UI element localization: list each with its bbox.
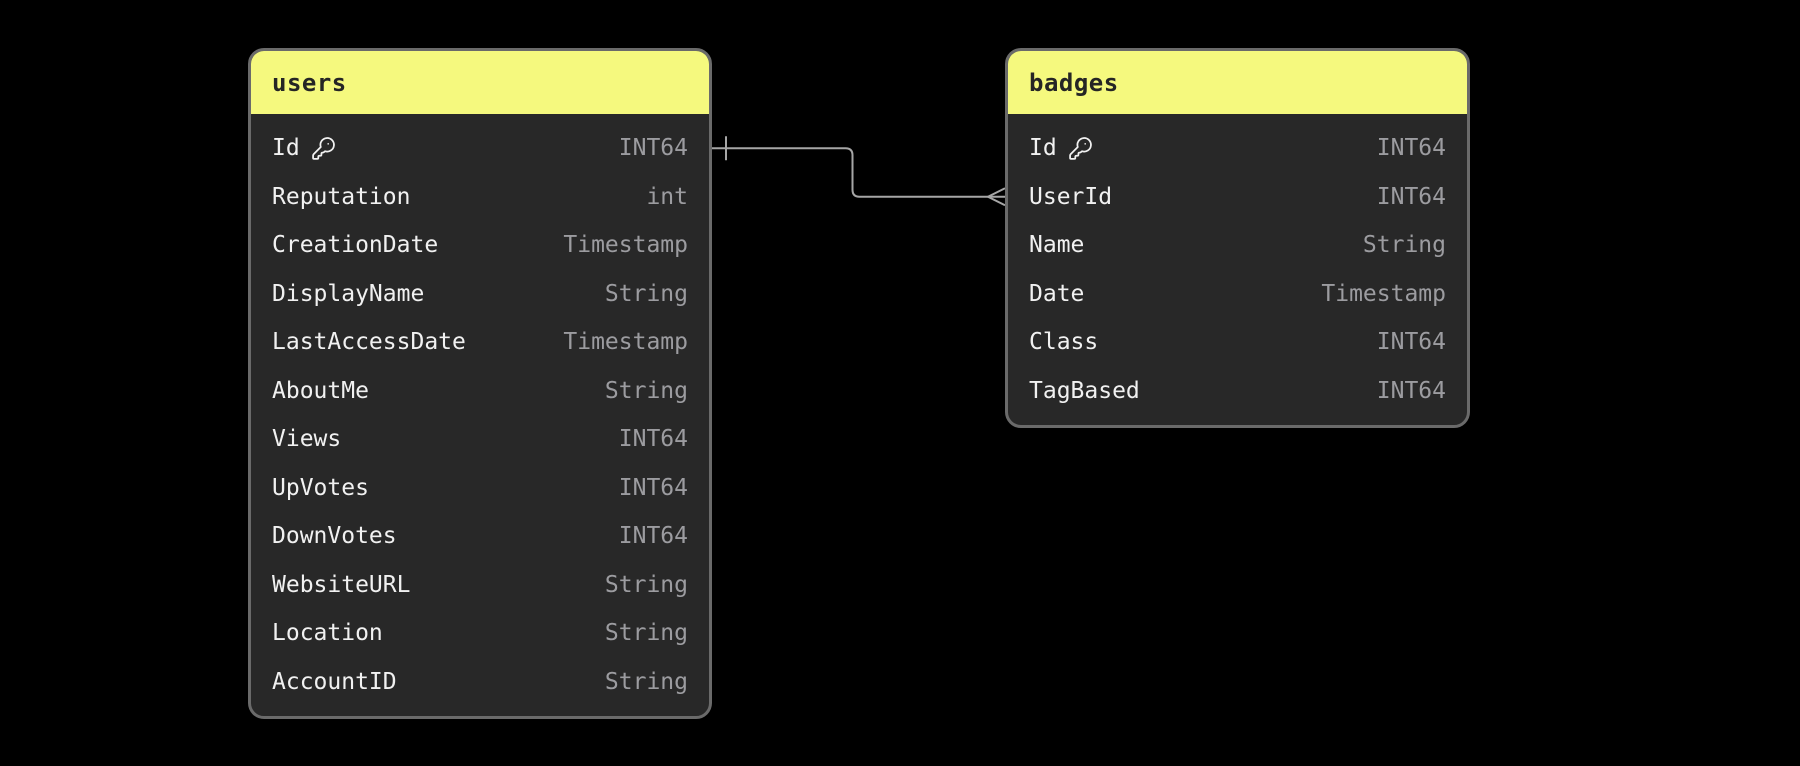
field-type: INT64 <box>618 426 688 453</box>
field-type: String <box>604 280 688 307</box>
field-type: String <box>604 377 688 404</box>
field-name-text: DownVotes <box>272 523 397 550</box>
field-name: UserId <box>1029 184 1112 210</box>
field-row-UserId[interactable]: UserId INT64 <box>1008 173 1467 222</box>
field-type: INT64 <box>1376 377 1446 404</box>
field-row-Id[interactable]: Id INT64 <box>251 124 709 173</box>
field-name: DisplayName <box>272 281 424 307</box>
primary-key-icon <box>1068 136 1092 160</box>
field-type: int <box>646 183 688 210</box>
field-row-AccountID[interactable]: AccountID String <box>251 658 709 707</box>
field-name-text: Views <box>272 426 342 453</box>
field-row-DisplayName[interactable]: DisplayName String <box>251 270 709 319</box>
field-name-text: Id <box>272 135 300 162</box>
field-name: TagBased <box>1029 378 1140 404</box>
field-name: Location <box>272 620 383 646</box>
primary-key-icon <box>311 136 335 160</box>
field-name: UpVotes <box>272 475 369 501</box>
field-row-TagBased[interactable]: TagBased INT64 <box>1008 367 1467 416</box>
field-name-text: AboutMe <box>272 377 369 404</box>
field-name: Id <box>1029 135 1093 161</box>
table-title: users <box>272 68 347 97</box>
field-name: Views <box>272 426 341 452</box>
field-name: Class <box>1029 329 1098 355</box>
table-title: badges <box>1029 68 1119 97</box>
field-type: String <box>1362 232 1446 259</box>
field-type: String <box>604 571 688 598</box>
field-name-text: Name <box>1029 232 1085 259</box>
field-name-text: UserId <box>1029 183 1113 210</box>
field-name-text: TagBased <box>1029 377 1140 404</box>
field-row-Date[interactable]: Date Timestamp <box>1008 270 1467 319</box>
field-type: Timestamp <box>1321 280 1446 307</box>
field-row-Name[interactable]: Name String <box>1008 221 1467 270</box>
field-name-text: Class <box>1029 329 1099 356</box>
field-name: AccountID <box>272 669 397 695</box>
table-header[interactable]: badges <box>1008 51 1467 114</box>
field-name: AboutMe <box>272 378 369 404</box>
field-name-text: DisplayName <box>272 280 425 307</box>
field-row-UpVotes[interactable]: UpVotes INT64 <box>251 464 709 513</box>
field-type: String <box>604 668 688 695</box>
field-name: DownVotes <box>272 523 397 549</box>
field-name-text: WebsiteURL <box>272 571 411 598</box>
field-type: INT64 <box>618 135 688 162</box>
field-name-text: LastAccessDate <box>272 329 466 356</box>
field-row-LastAccessDate[interactable]: LastAccessDate Timestamp <box>251 318 709 367</box>
cardinality-many-marker <box>985 187 1006 207</box>
field-name: WebsiteURL <box>272 572 410 598</box>
field-name: Reputation <box>272 184 410 210</box>
field-type: INT64 <box>618 523 688 550</box>
field-type: Timestamp <box>563 329 688 356</box>
field-type: Timestamp <box>563 232 688 259</box>
field-name-text: Location <box>272 620 383 647</box>
relationship-users-badges <box>712 136 1006 207</box>
field-row-CreationDate[interactable]: CreationDate Timestamp <box>251 221 709 270</box>
field-type: INT64 <box>1376 329 1446 356</box>
field-name-text: AccountID <box>272 668 397 695</box>
field-name-text: UpVotes <box>272 474 369 501</box>
field-name-text: Reputation <box>272 183 411 210</box>
field-type: INT64 <box>618 474 688 501</box>
field-type: String <box>604 620 688 647</box>
field-row-Id[interactable]: Id INT64 <box>1008 124 1467 173</box>
field-name: LastAccessDate <box>272 329 466 355</box>
field-row-Class[interactable]: Class INT64 <box>1008 318 1467 367</box>
field-row-Views[interactable]: Views INT64 <box>251 415 709 464</box>
field-name: CreationDate <box>272 232 438 258</box>
field-row-WebsiteURL[interactable]: WebsiteURL String <box>251 561 709 610</box>
field-row-AboutMe[interactable]: AboutMe String <box>251 367 709 416</box>
field-name: Date <box>1029 281 1084 307</box>
field-name-text: Id <box>1029 135 1057 162</box>
field-type: INT64 <box>1376 135 1446 162</box>
field-name: Name <box>1029 232 1084 258</box>
relationship-line <box>712 147 1005 198</box>
field-row-Reputation[interactable]: Reputation int <box>251 173 709 222</box>
field-type: INT64 <box>1376 183 1446 210</box>
field-row-DownVotes[interactable]: DownVotes INT64 <box>251 512 709 561</box>
field-name-text: Date <box>1029 280 1085 307</box>
field-name-text: CreationDate <box>272 232 439 259</box>
field-name: Id <box>272 135 336 161</box>
field-row-Location[interactable]: Location String <box>251 609 709 658</box>
table-header[interactable]: users <box>251 51 709 114</box>
